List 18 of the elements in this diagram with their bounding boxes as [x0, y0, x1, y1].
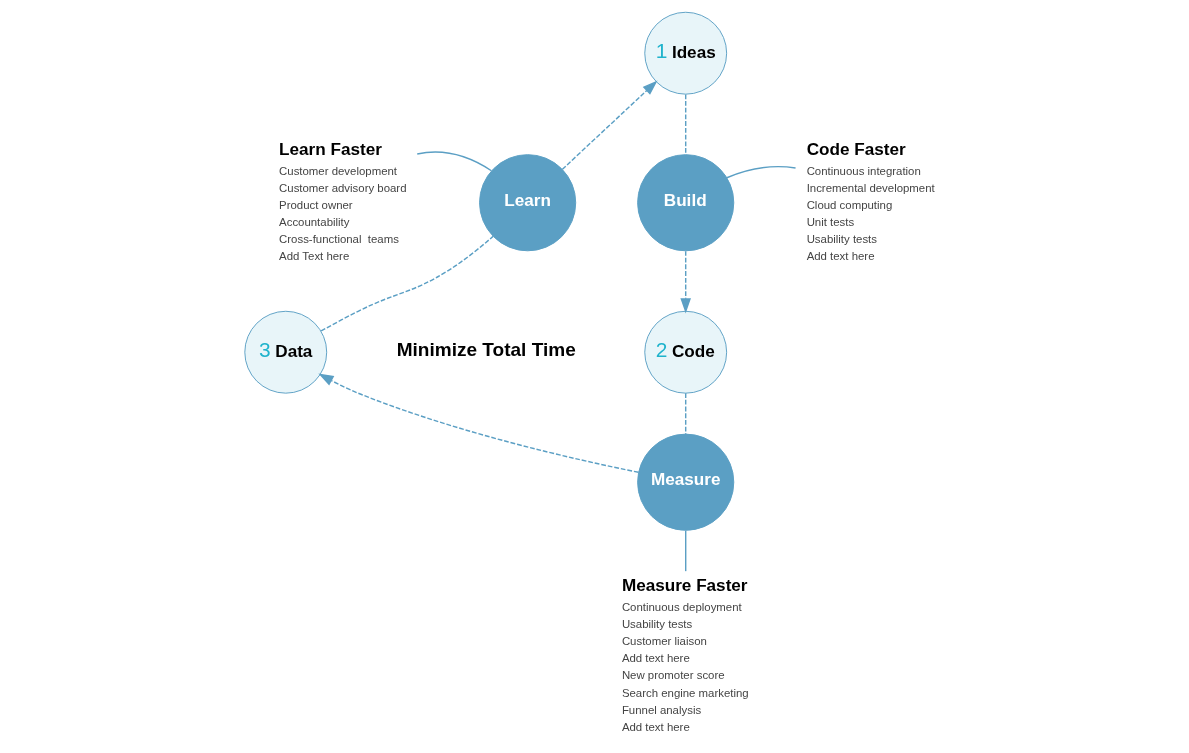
node-text: Learn Faster Customer development Customer advisory board Product owner Accountability Cross-functional teams Add Text here	[278, 138, 407, 263]
connector	[319, 235, 494, 332]
arrow	[317, 373, 639, 473]
connector	[416, 151, 492, 172]
node-text: Code Faster Continuous integration Incremental development Cloud computing Unit tests Usability tests Add text here	[806, 138, 935, 263]
arrow	[679, 250, 691, 314]
node-circle: Measure	[636, 433, 734, 531]
connector	[684, 529, 686, 572]
connector	[684, 93, 686, 156]
node-circle: Build	[636, 154, 734, 252]
connector	[684, 392, 686, 435]
arrow	[561, 80, 658, 170]
node-text: Measure Faster Continuous deployment Usability tests Customer liaison Add text here New promoter score Search engine marketing Funnel analysis Add text here	[621, 574, 749, 733]
connector	[725, 165, 796, 179]
node-circle: Learn	[478, 154, 576, 252]
node-circle: 3 Data	[243, 310, 327, 394]
node-circle: 2 Code	[643, 310, 727, 394]
label: Minimize Total Time	[396, 339, 576, 361]
